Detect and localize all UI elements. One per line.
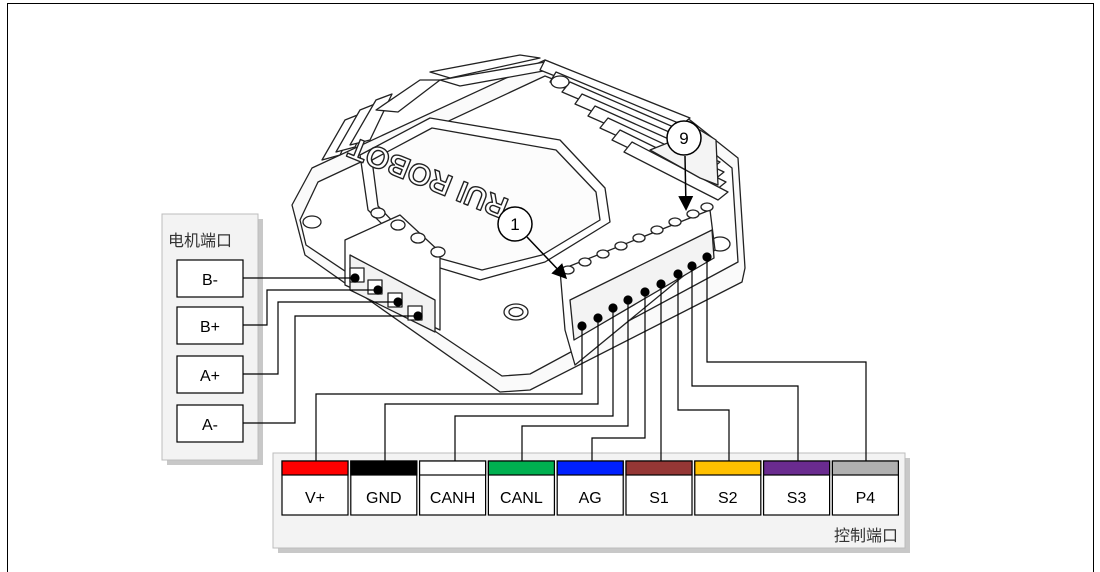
- callout-label-1: 1: [510, 215, 519, 234]
- control-pin-color-strip: [625, 460, 693, 476]
- control-pin-label: S2: [718, 490, 738, 507]
- control-pin-7: S3: [762, 460, 831, 516]
- callout-pin-9: 9: [666, 120, 702, 211]
- motor-pin-a-minus: A-: [202, 417, 218, 434]
- control-pin-color-strip: [694, 460, 762, 476]
- control-pin-label: S3: [787, 490, 807, 507]
- control-pin-8: P4: [831, 460, 900, 516]
- control-pin-color-strip: [831, 460, 900, 476]
- control-pin-color-strip: [419, 460, 487, 476]
- callout-arrow-1: [526, 236, 568, 280]
- control-pin-label: GND: [366, 490, 402, 507]
- wire-a-plus: [243, 301, 398, 375]
- wire-p4: [706, 257, 867, 461]
- control-pin-label: AG: [579, 490, 602, 507]
- wire-b-plus: [243, 289, 378, 326]
- wire-canh: [454, 308, 614, 461]
- wire-a-minus: [243, 315, 418, 424]
- control-pin-label: CANL: [500, 490, 543, 507]
- control-pin-color-strip: [487, 460, 555, 476]
- control-pin-2: CANH: [419, 460, 487, 516]
- control-pin-label: V+: [305, 490, 325, 507]
- wire-gnd: [384, 318, 599, 461]
- wire-v-plus: [315, 326, 583, 461]
- motor-pin-box-b-minus: [176, 259, 244, 298]
- callout-pin-1: 1: [497, 206, 568, 280]
- wire-canl: [521, 300, 629, 461]
- control-pin-color-strip: [350, 460, 418, 476]
- callout-label-9: 9: [679, 129, 688, 148]
- wire-s3: [691, 266, 799, 461]
- wire-s2: [677, 274, 730, 461]
- motor-wires: [243, 273, 423, 424]
- control-pin-label: CANH: [430, 490, 475, 507]
- control-pin-1: GND: [350, 460, 418, 516]
- control-pin-0: V+: [281, 460, 349, 516]
- motor-port-label: 电机端口: [168, 232, 232, 250]
- wire-ag: [591, 292, 646, 461]
- control-pin-color-strip: [762, 460, 831, 476]
- control-pin-label: P4: [856, 490, 876, 507]
- control-pin-label: S1: [649, 490, 669, 507]
- motor-port-group: 电机端口 B- B+ A+ A-: [161, 213, 263, 465]
- control-pin-3: CANL: [487, 460, 555, 516]
- control-pin-color-strip: [556, 460, 624, 476]
- callout-arrow-9: [678, 155, 694, 211]
- control-pin-color-strip: [281, 460, 349, 476]
- motor-pin-a-plus: A+: [200, 368, 220, 385]
- control-pin-5: S1: [625, 460, 693, 516]
- control-pin-6: S2: [694, 460, 762, 516]
- control-wires: [315, 252, 867, 461]
- motor-pin-b-plus: B+: [200, 319, 220, 336]
- control-pin-4: AG: [556, 460, 624, 516]
- diagram-frame: [7, 3, 1094, 572]
- control-port-group: 控制端口 V+ GND CANH CANL AG S1 S2 S3 P4: [272, 452, 910, 553]
- control-port-label: 控制端口: [834, 527, 898, 545]
- motor-pin-b-minus: B-: [202, 272, 218, 289]
- control-terminal-block: [559, 202, 716, 366]
